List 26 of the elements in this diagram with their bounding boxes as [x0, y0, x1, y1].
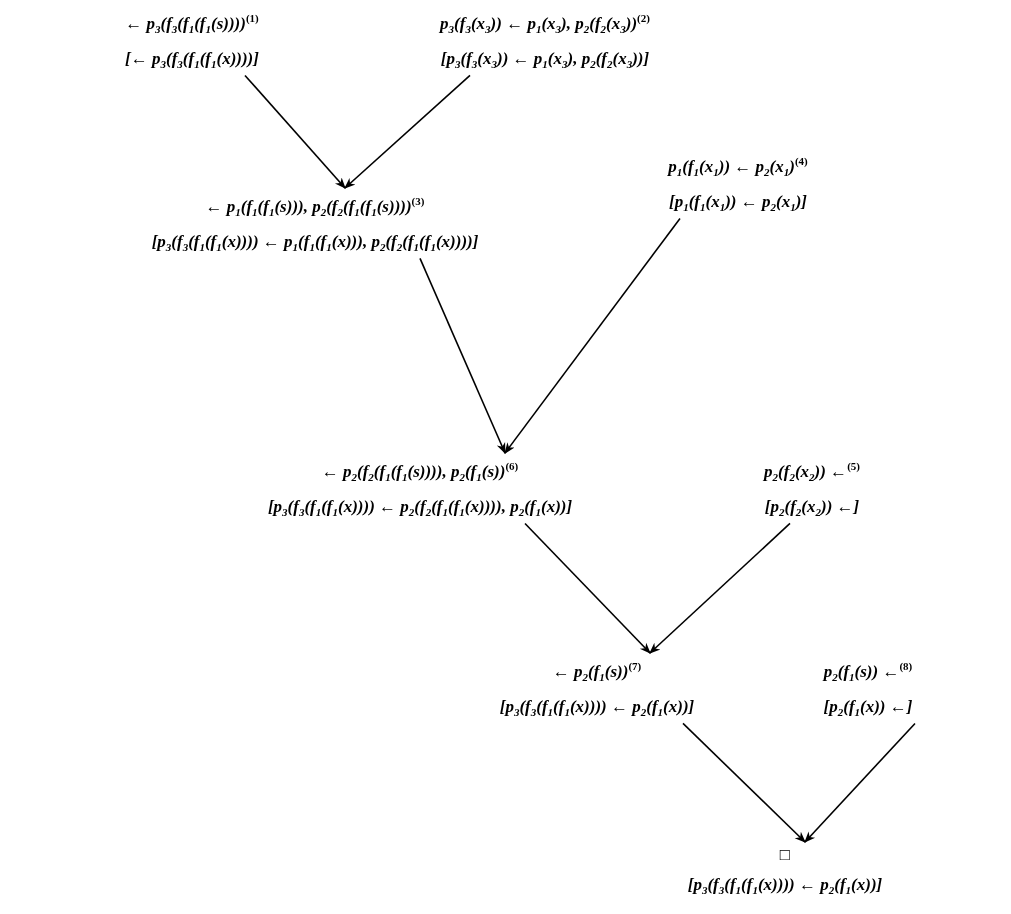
clause-formula: [p$_{3}$(f$_{3}$(f$_{1}$(f$_{1}$(x)))) ← p$_{1}$(f$_{1}$(f$_{1}$(x))), p$_{2}$(f$_{2}$(f$_{1}$(f$_{1}$(x))))] — [151, 231, 479, 256]
arrow — [419, 257, 506, 455]
arrow — [804, 722, 916, 843]
clause-formula: [← p$_{3}$(f$_{3}$(f$_{1}$(f$_{1}$(x))))] — [125, 48, 259, 73]
clause-formula: [p$_{3}$(f$_{3}$(f$_{1}$(f$_{1}$(x)))) ← p$_{2}$(f$_{1}$(x))] — [687, 874, 883, 899]
goal-formula: p$_{2}$(f$_{1}$(s)) ←$^{(8)}$ — [823, 659, 913, 686]
arrow — [244, 74, 346, 189]
goal-formula: p$_{1}$(f$_{1}$(x$_{1}$)) ← p$_{2}$(x$_{1}$)$^{(4)}$ — [668, 154, 808, 181]
clause-formula: [p$_{3}$(f$_{3}$(x$_{3}$)) ← p$_{1}$(x$_{3}$), p$_{2}$(f$_{2}$(x$_{3}$))] — [440, 48, 650, 73]
goal-formula: ← p$_{2}$(f$_{2}$(f$_{1}$(f$_{1}$(s)))), p$_{2}$(f$_{1}$(s))$^{(6)}$ — [321, 459, 519, 486]
arrow — [649, 522, 791, 654]
arrow — [344, 74, 471, 189]
clause-formula: [p$_{2}$(f$_{1}$(x)) ←] — [823, 696, 913, 721]
arrow — [504, 217, 681, 454]
goal-formula: ← p$_{3}$(f$_{3}$(f$_{1}$(f$_{1}$(s))))$^{(1)}$ — [125, 11, 259, 38]
arrow — [682, 722, 806, 843]
goal-formula: ← p$_{1}$(f$_{1}$(f$_{1}$(s))), p$_{2}$(f$_{2}$(f$_{1}$(f$_{1}$(s))))$^{(3)}$ — [205, 194, 425, 221]
goal-formula: p$_{2}$(f$_{2}$(x$_{2}$)) ←$^{(5)}$ — [764, 459, 860, 486]
arrow — [524, 522, 651, 654]
goal-formula: p$_{3}$(f$_{3}$(x$_{3}$)) ← p$_{1}$(x$_{3}$), p$_{2}$(f$_{2}$(x$_{3}$))$^{(2)}$ — [440, 11, 650, 38]
clause-formula: [p$_{3}$(f$_{3}$(f$_{1}$(f$_{1}$(x)))) ← p$_{2}$(f$_{1}$(x))] — [499, 696, 695, 721]
goal-formula: ← p$_{2}$(f$_{1}$(s))$^{(7)}$ — [552, 659, 642, 686]
clause-formula: [p$_{2}$(f$_{2}$(x$_{2}$)) ←] — [764, 496, 860, 521]
goal-formula: □ — [779, 844, 791, 866]
clause-formula: [p$_{3}$(f$_{3}$(f$_{1}$(f$_{1}$(x)))) ← p$_{2}$(f$_{2}$(f$_{1}$(f$_{1}$(x)))), p$_{2}$(f$_{1}$(x))] — [267, 496, 573, 521]
clause-formula: [p$_{1}$(f$_{1}$(x$_{1}$)) ← p$_{2}$(x$_{1}$)] — [669, 191, 807, 216]
